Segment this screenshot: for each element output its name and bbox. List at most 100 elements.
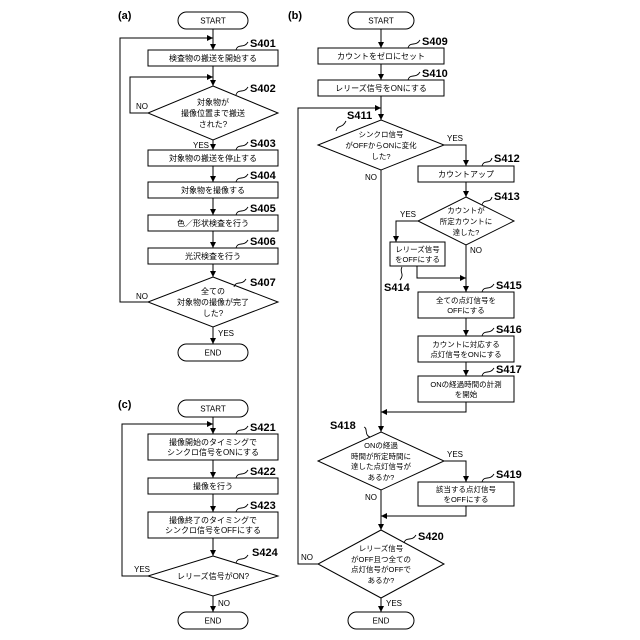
end-label: END [205,349,222,358]
s402-leader [236,87,248,95]
s417-out-arrow [381,402,466,412]
panel-b-label: (b) [288,10,302,22]
s410-leader [408,72,420,80]
s402-text-line: 対象物が [197,97,229,107]
s420-no-label: NO [301,553,313,562]
s411-step-number: S411 [347,110,372,122]
s412-text: カウントアップ [438,170,494,179]
s420-yes-label: YES [386,599,402,608]
s424-text: レリーズ信号がON? [177,571,250,581]
s421-leader [236,426,248,434]
s412-step-number: S412 [494,153,520,165]
s414-out-arrow [417,266,466,278]
s414-leader [400,267,402,280]
s401-leader [236,42,248,50]
s411-text-line: がOFFからONに変化 [345,140,417,150]
panel-a: (a) START 検査物の搬送を開始する S401 対象物が 撮像位置まで搬送… [118,10,278,361]
s416-text-line: カウントに対応する [432,339,500,349]
s418-no-label: NO [365,493,377,502]
s418-leader [364,427,370,437]
start-label: START [200,405,226,414]
s414-step-number: S414 [384,282,411,294]
s401-step-number: S401 [250,38,276,50]
s424-leader [236,555,248,563]
s404-text: 対象物を撮像する [181,185,245,195]
s406-step-number: S406 [250,236,276,248]
s421-text-line: シンクロ信号をONにする [167,447,259,457]
s413-no-label: NO [470,246,482,255]
s411-yes-label: YES [447,134,463,143]
s404-step-number: S404 [250,170,277,182]
s402-text-line: 撮像位置まで搬送 [181,108,245,118]
s422-leader [236,470,248,478]
s409-text: カウントをゼロにセット [337,51,425,61]
s416-leader [482,328,494,336]
s418-text-line: ONの経過 [364,440,398,450]
s418-text-line: 達した点灯信号が [351,461,411,471]
s405-leader [236,207,248,215]
s423-text-line: シンクロ信号をOFFにする [165,525,261,535]
s419-text-line: 該当する点灯信号 [436,484,496,494]
s418-text-line: 時間が所定時間に [351,451,411,461]
panel-c-label: (c) [118,399,132,411]
s407-step-number: S407 [250,277,276,289]
s424-no-label: NO [218,599,230,608]
s420-leader [404,535,416,543]
s406-text: 光沢検査を行う [185,251,241,261]
panel-c: (c) START 撮像開始のタイミングで シンクロ信号をONにする S421 … [118,399,279,629]
s420-text-line: レリーズ信号 [359,543,404,553]
s414-text-line: をOFFにする [395,255,440,264]
s418-yes-arrow [444,461,466,482]
s407-text-line: した? [203,309,224,318]
s413-text-line: カウントが [447,205,485,215]
s402-no-label: NO [136,102,148,111]
s423-text-line: 撮像終了のタイミングで [169,515,257,525]
s409-leader [408,40,420,48]
s414-text-line: レリーズ信号 [395,244,440,254]
start-label: START [368,17,394,26]
s407-text-line: 対象物の撮像が完了 [177,297,249,307]
s410-step-number: S410 [422,68,448,80]
s403-text: 対象物の搬送を停止する [169,153,257,163]
s420-text-line: がOFF且つ全ての [351,554,411,564]
s411-no-label: NO [365,173,377,182]
s416-step-number: S416 [496,324,522,336]
s411-leader [336,121,346,131]
s418-yes-label: YES [447,450,463,459]
s413-text-line: 所定カウントに [440,216,493,226]
end-label: END [205,617,222,626]
s415-text-line: 全ての点灯信号を [436,295,496,305]
s413-leader [482,197,492,205]
end-label: END [373,617,390,626]
s420-text-line: 点灯信号がOFFで [351,564,411,574]
panel-b: (b) START カウントをゼロにセット S409 [288,10,522,629]
s413-yes-arrow [396,221,418,242]
s411-yes-arrow [444,145,466,166]
s409-step-number: S409 [422,36,448,48]
s402-step-number: S402 [250,83,276,95]
s419-out-arrow [381,506,466,516]
s411-text-line: した? [371,152,390,161]
s415-text-line: OFFにする [447,306,485,315]
s423-step-number: S423 [250,500,276,512]
s419-leader [482,474,494,482]
s417-leader [482,368,494,376]
s407-no-label: NO [136,292,148,301]
s405-step-number: S405 [250,203,276,215]
s403-leader [236,142,248,150]
s413-yes-label: YES [400,210,416,219]
s413-text-line: 達した? [453,227,480,237]
s402-text-line: された? [199,120,228,129]
s422-text: 撮像を行う [193,481,233,491]
s416-text-line: 点灯信号をONにする [430,349,501,359]
start-label: START [200,17,226,26]
s402-yes-label: YES [193,141,209,150]
s406-leader [236,240,248,248]
s419-step-number: S419 [496,469,522,481]
s417-text-line: ONの経過時間の計測 [430,379,501,389]
s417-text-line: を開始 [455,389,478,399]
s411-text-line: シンクロ信号 [359,129,404,139]
s404-leader [236,174,248,182]
s417-step-number: S417 [496,364,522,376]
